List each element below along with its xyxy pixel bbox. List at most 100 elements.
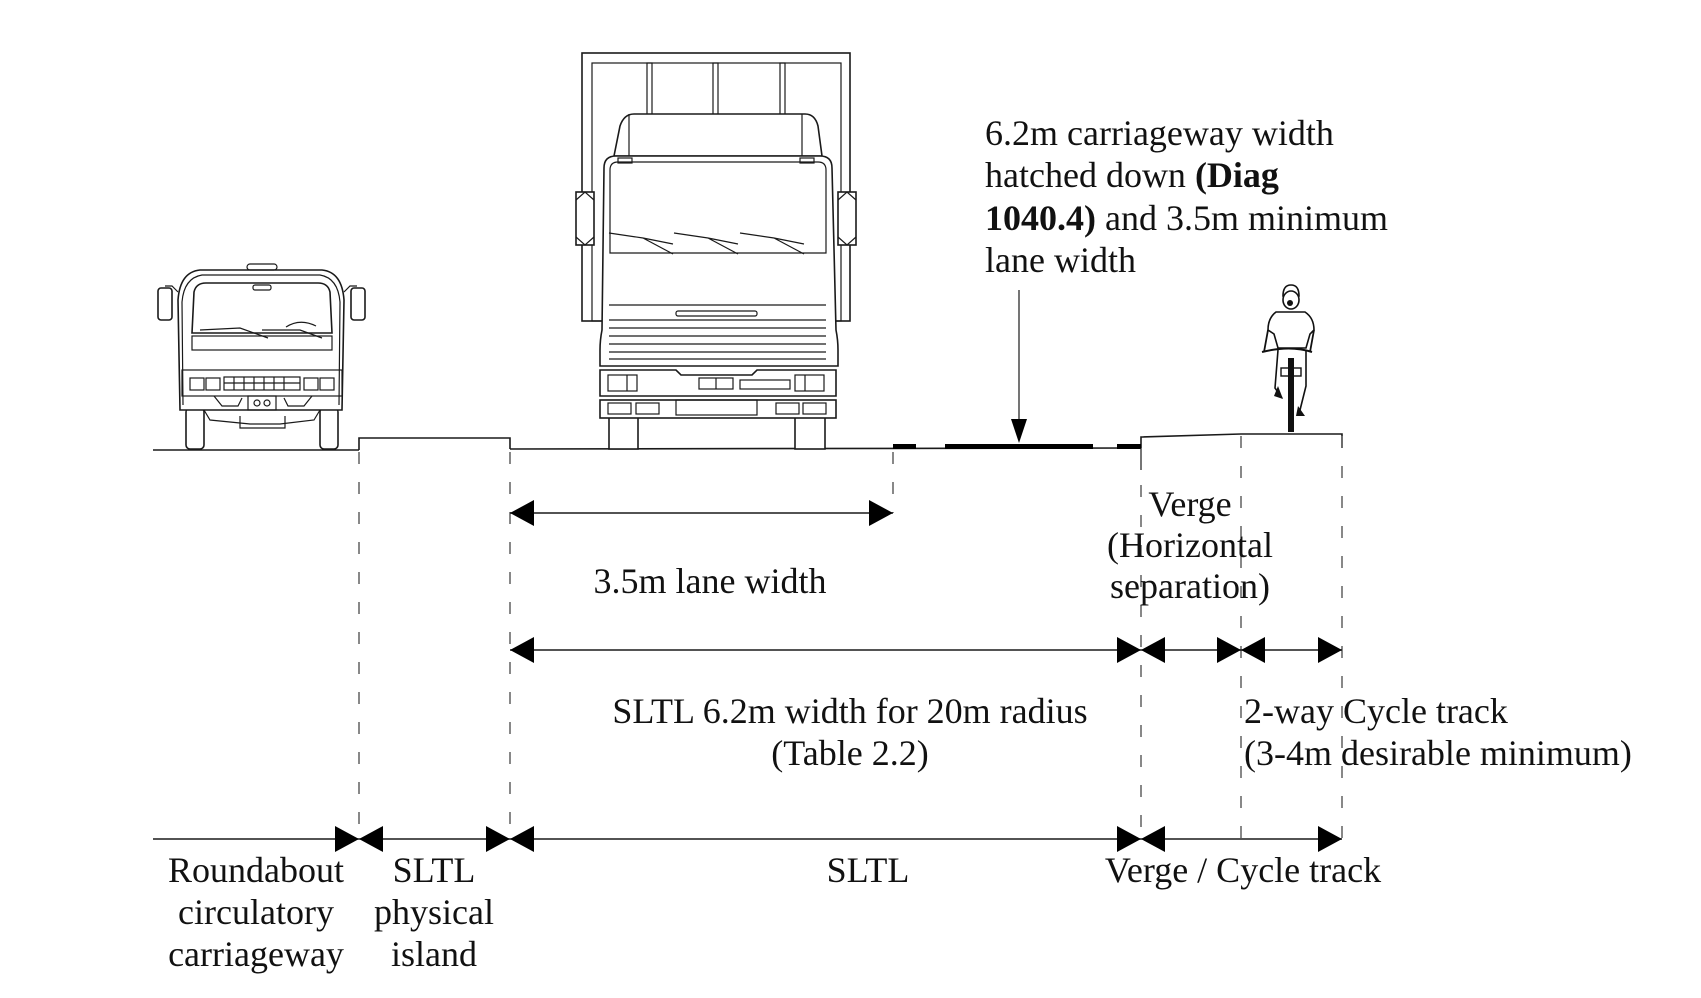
truck-wheel xyxy=(608,415,639,450)
zone-roundabout-line-2: circulatory xyxy=(178,892,334,932)
truck-wipers xyxy=(608,232,805,255)
truck-number-plate xyxy=(247,395,277,411)
hatch-mark xyxy=(1117,444,1141,449)
truck-mirror-detail xyxy=(575,191,595,246)
sltl-width-label-line-2: (Table 2.2) xyxy=(771,733,928,773)
callout-text: 6.2m carriageway width hatched down (Dia… xyxy=(985,113,1388,280)
callout-line-3-regular: and 3.5m minimum xyxy=(1096,198,1388,238)
zone-sltl-label: SLTL xyxy=(827,850,910,890)
dim-zone-island-arrowhead-right xyxy=(486,826,510,852)
cycle-track-label-line-2: (3-4m desirable minimum) xyxy=(1244,733,1632,773)
truck-fog-light xyxy=(802,402,827,415)
dim-sltl-width-arrowhead-left xyxy=(510,637,534,663)
truck-axle xyxy=(239,416,286,429)
physical-island-kerb xyxy=(358,437,511,450)
truck-mirror-right xyxy=(837,191,857,246)
truck-bumper xyxy=(599,369,837,397)
truck-mirror-left xyxy=(157,287,173,321)
verge-label-line-1: Verge xyxy=(1148,484,1231,524)
callout-arrowhead xyxy=(1011,419,1027,443)
truck-front-panel xyxy=(739,379,791,390)
truck-mirror-left xyxy=(575,191,595,246)
cyclist-arms xyxy=(1263,329,1315,353)
hatch-mark xyxy=(945,444,1093,449)
truck-headlight xyxy=(189,377,205,391)
truck-steering-wheel xyxy=(285,321,317,328)
truck-cab-roof xyxy=(613,113,823,157)
dim-zone-roundabout-arrowhead-right xyxy=(335,826,359,852)
zone-island-line-3: island xyxy=(391,934,477,974)
cyclist-head xyxy=(1282,290,1300,310)
truck-headlight xyxy=(303,377,319,391)
truck-mirror-arm xyxy=(343,285,357,293)
truck-fog-lights xyxy=(213,395,313,407)
truck-cab-inner xyxy=(181,274,341,406)
callout-pointer xyxy=(1011,290,1027,443)
dim-zone-sltl-arrowhead-right xyxy=(1117,826,1141,852)
dim-lane-width-arrowhead-left xyxy=(510,500,534,526)
verge-label-line-3: separation) xyxy=(1110,566,1270,606)
truck-fog-light xyxy=(775,402,800,415)
dim-zone-verge-cycle-arrowhead-right xyxy=(1318,826,1342,852)
truck-headlight xyxy=(205,377,221,391)
truck-grille-slats xyxy=(609,319,826,360)
truck-grille-bars xyxy=(224,377,300,390)
callout-line-2: hatched down (Diag xyxy=(985,155,1279,195)
truck-wheel xyxy=(185,407,205,450)
callout-line-2-regular: hatched down xyxy=(985,155,1195,195)
truck-headlight-left xyxy=(607,374,638,392)
dim-cycle-track-width-arrowhead-right xyxy=(1318,637,1342,663)
dimension-labels: 3.5m lane width Verge (Horizontal separa… xyxy=(594,484,1632,773)
dim-sltl-width-arrowhead-right xyxy=(1117,637,1141,663)
lane-width-label: 3.5m lane width xyxy=(594,561,827,601)
truck-marker-light xyxy=(799,157,815,164)
truck-roof-lights xyxy=(246,263,278,271)
dim-verge-width-arrowhead-left xyxy=(1141,637,1165,663)
truck-headlight-right xyxy=(794,374,825,392)
dim-lane-width-arrowhead-right xyxy=(869,500,893,526)
dim-verge-width-arrowhead-right xyxy=(1217,637,1241,663)
zone-roundabout-line-1: Roundabout xyxy=(168,850,344,890)
cyclist-torso xyxy=(1267,311,1315,349)
truck-fog-light xyxy=(607,402,632,415)
truck-dash-panel xyxy=(191,335,333,351)
truck-wheel xyxy=(319,407,339,450)
callout-line-4: lane width xyxy=(985,240,1136,280)
dim-zone-sltl-arrowhead-left xyxy=(510,826,534,852)
sltl-width-label-line-1: SLTL 6.2m width for 20m radius xyxy=(612,691,1087,731)
callout-line-3-bold: 1040.4) xyxy=(985,198,1096,238)
zone-island-line-2: physical xyxy=(374,892,494,932)
truck-plate-bolt xyxy=(263,399,271,407)
truck-headlight xyxy=(319,377,335,391)
cycle-track-label-line-1: 2-way Cycle track xyxy=(1244,691,1508,731)
verge-label-line-2: (Horizontal xyxy=(1107,525,1273,565)
cyclist-icon xyxy=(1261,284,1315,432)
callout-line-2-bold: (Diag xyxy=(1195,155,1279,195)
zone-roundabout-line-3: carriageway xyxy=(168,934,344,974)
truck-grille-badge xyxy=(675,310,758,317)
truck-marker-light xyxy=(617,157,633,164)
truck-windshield xyxy=(609,161,827,254)
dim-cycle-track-width-arrowhead-left xyxy=(1241,637,1265,663)
truck-plate-bolt xyxy=(253,399,261,407)
extension-lines xyxy=(358,436,1343,839)
truck-fog-light xyxy=(635,402,660,415)
truck-mirror-right xyxy=(350,287,366,321)
truck-wipers xyxy=(199,327,323,339)
truck-interior-mirror xyxy=(252,284,272,291)
cyclist-shoes xyxy=(1274,386,1305,416)
truck-underbody xyxy=(203,409,321,425)
truck-windshield xyxy=(191,282,333,334)
callout-line-1: 6.2m carriageway width xyxy=(985,113,1334,153)
small-truck-icon xyxy=(157,263,366,450)
dimension-lines xyxy=(153,500,1342,852)
truck-wheel xyxy=(794,415,826,450)
callout-line-3: 1040.4) and 3.5m minimum xyxy=(985,198,1388,238)
hatch-mark xyxy=(893,444,916,449)
dim-zone-island-arrowhead-left xyxy=(359,826,383,852)
truck-mirror-detail xyxy=(837,191,857,246)
truck-number-plate xyxy=(675,399,758,416)
zone-verge-cycle-label: Verge / Cycle track xyxy=(1105,850,1381,890)
